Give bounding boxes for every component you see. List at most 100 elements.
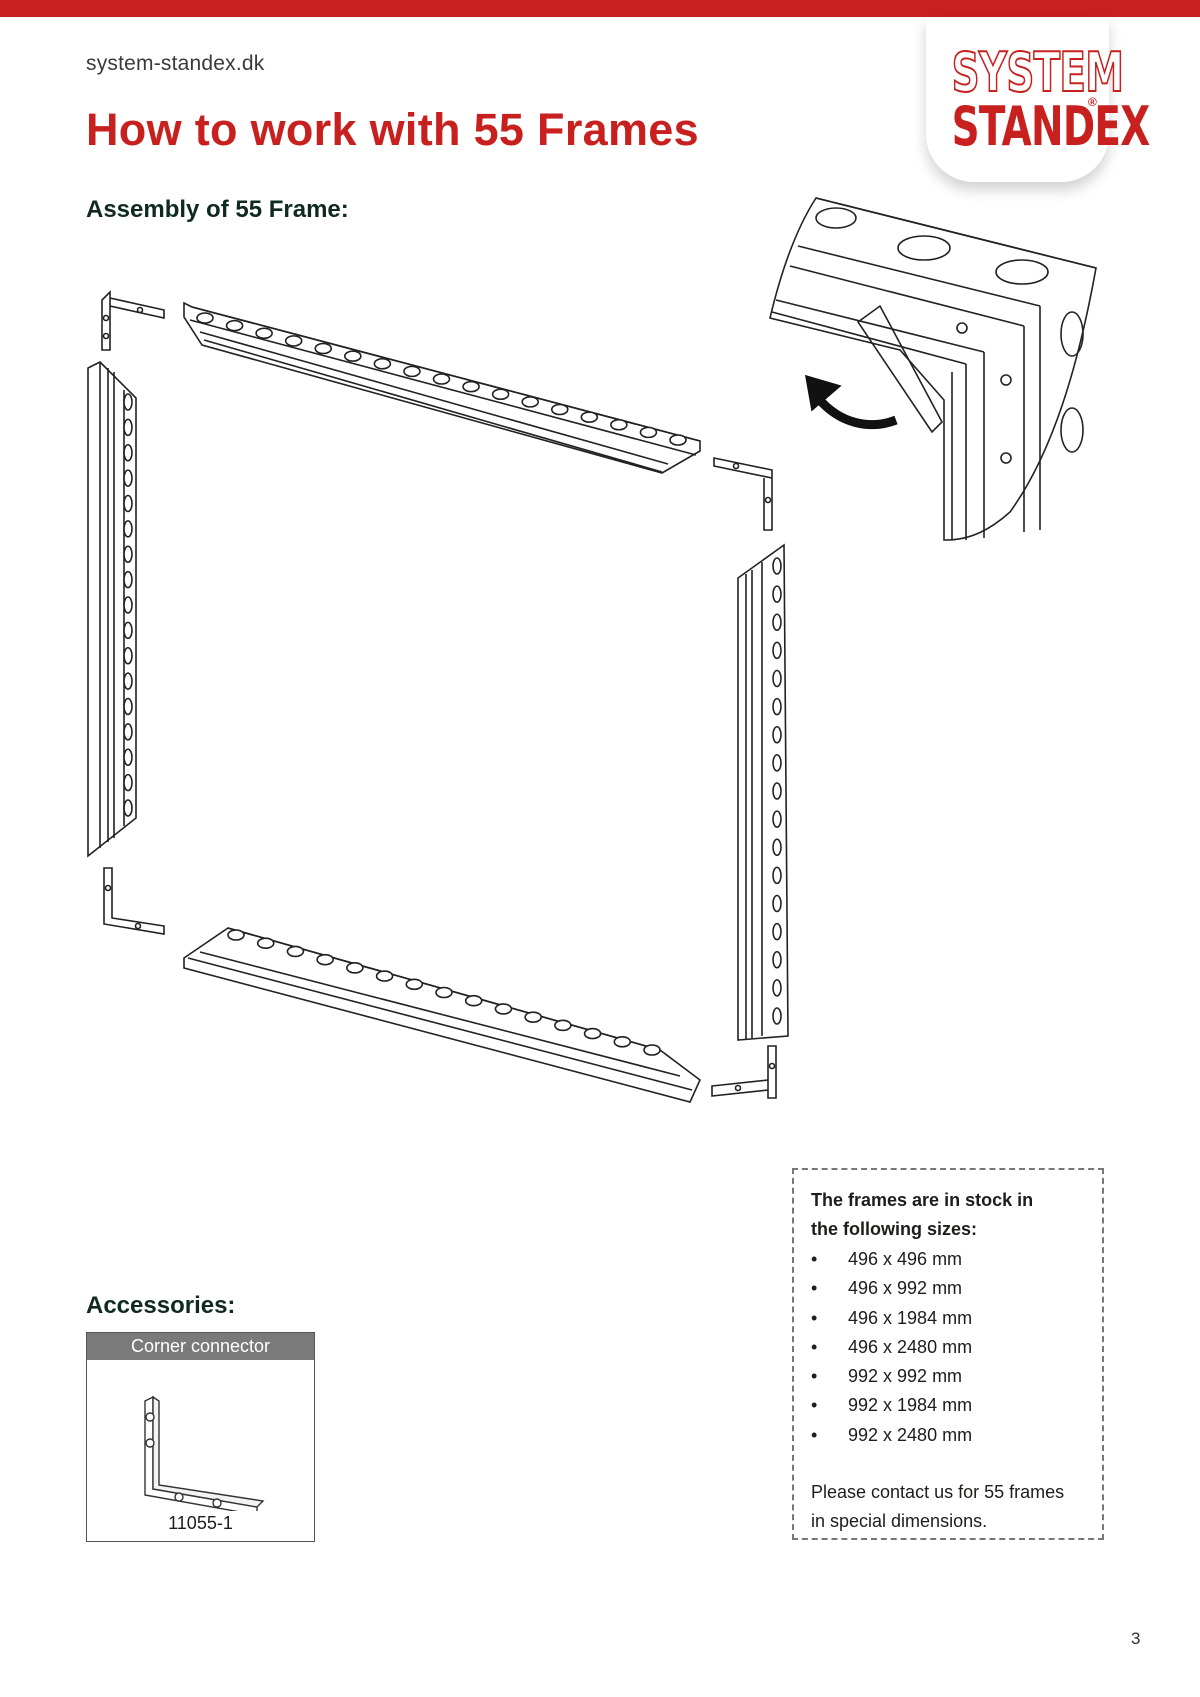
profile-hole <box>123 520 133 538</box>
profile-hole <box>491 388 510 401</box>
profile-hole <box>403 365 421 378</box>
corner-connector-bottom-right <box>711 1045 777 1099</box>
list-item: •992 x 2480 mm <box>811 1424 973 1445</box>
profile-hole <box>772 866 782 885</box>
profile-hole <box>123 570 133 589</box>
list-item: •496 x 496 mm <box>811 1249 963 1269</box>
corner-connector-top-left <box>101 290 165 351</box>
profile-hole <box>432 373 451 385</box>
profile-hole <box>639 426 658 439</box>
profile-hole <box>435 986 453 999</box>
profile-hole <box>316 953 334 966</box>
left-frame-profile <box>87 361 137 858</box>
accessories-heading: Accessories: <box>86 1292 236 1319</box>
profile-hole <box>375 970 394 982</box>
profile-hole <box>123 545 133 564</box>
profile-hole <box>123 494 133 513</box>
profile-hole <box>123 418 133 437</box>
corner-connector-illustration <box>144 1395 265 1511</box>
profile-hole <box>772 613 782 632</box>
left-profile-holes <box>123 393 133 817</box>
bottom-profile-holes <box>227 929 661 1056</box>
profile-hole <box>669 434 687 446</box>
profile-hole <box>554 1019 572 1032</box>
profile-hole <box>772 669 782 688</box>
list-item: •496 x 2480 mm <box>811 1336 973 1357</box>
profile-hole <box>772 641 782 660</box>
profile-hole <box>123 773 133 792</box>
profile-hole <box>772 585 782 603</box>
profile-hole <box>123 799 133 817</box>
profile-hole <box>123 672 133 690</box>
profile-hole <box>494 1003 513 1015</box>
list-item: •992 x 992 mm <box>811 1366 963 1387</box>
profile-hole <box>123 469 133 487</box>
detail-inset-corner <box>769 197 1097 541</box>
profile-hole <box>286 945 305 958</box>
profile-hole <box>123 748 133 767</box>
website-url: system-standex.dk <box>86 52 265 75</box>
profile-hole <box>123 393 133 411</box>
profile-hole <box>123 596 133 614</box>
profile-hole <box>123 697 133 716</box>
top-frame-profile <box>183 301 701 474</box>
profile-hole <box>580 411 599 423</box>
profile-hole <box>196 312 214 324</box>
profile-hole <box>772 979 782 997</box>
rotation-arrow-icon <box>804 374 898 430</box>
stock-sizes-box: The frames are in stock in the following… <box>792 1168 1104 1540</box>
list-item: •496 x 992 mm <box>811 1278 963 1299</box>
stock-size-list: •496 x 496 mm •496 x 992 mm •496 x 1984 … <box>811 1245 1102 1450</box>
bottom-frame-profile <box>183 927 701 1103</box>
profile-hole <box>405 978 424 991</box>
profile-hole <box>772 922 782 941</box>
profile-hole <box>772 725 782 744</box>
profile-hole <box>772 754 782 772</box>
profile-hole <box>524 1011 542 1023</box>
corner-connector-label: Corner connector <box>87 1333 314 1360</box>
profile-hole <box>314 342 333 355</box>
special-dimensions-note: Please contact us for 55 frames in speci… <box>811 1482 1065 1532</box>
profile-hole <box>346 962 364 974</box>
profile-hole <box>123 621 133 640</box>
profile-hole <box>772 697 782 716</box>
corner-connector-top-right <box>713 457 773 531</box>
list-item: •496 x 1984 mm <box>811 1307 973 1328</box>
top-profile-holes <box>196 312 687 446</box>
profile-hole <box>610 418 628 431</box>
profile-hole <box>225 319 244 332</box>
profile-hole <box>772 838 782 857</box>
profile-hole <box>643 1044 661 1056</box>
right-frame-profile <box>737 543 789 1041</box>
profile-hole <box>772 557 782 575</box>
top-accent-bar <box>0 0 1200 17</box>
profile-hole <box>373 357 392 370</box>
profile-hole <box>772 950 782 969</box>
assembly-heading: Assembly of 55 Frame: <box>86 196 349 223</box>
profile-hole <box>772 782 782 800</box>
right-profile-holes <box>772 557 782 1025</box>
profile-hole <box>123 723 133 741</box>
profile-hole <box>772 1007 782 1025</box>
profile-hole <box>613 1035 632 1048</box>
profile-hole <box>123 646 133 665</box>
product-code: 11055-1 <box>168 1513 233 1533</box>
profile-hole <box>462 380 480 393</box>
profile-hole <box>344 350 362 362</box>
profile-hole <box>255 327 273 340</box>
profile-hole <box>227 929 245 941</box>
profile-hole <box>521 396 539 408</box>
profile-hole <box>772 810 782 828</box>
profile-hole <box>256 937 275 950</box>
profile-hole <box>772 894 782 913</box>
brand-logo: SYSTEM STANDEX ® <box>926 17 1150 182</box>
page-title: How to work with 55 Frames <box>86 104 699 155</box>
registered-mark: ® <box>1088 95 1097 109</box>
page-number: 3 <box>1131 1629 1141 1648</box>
profile-hole <box>464 994 483 1007</box>
profile-hole <box>284 335 303 347</box>
profile-hole <box>550 403 569 416</box>
corner-connector-card: Corner connector 11055-1 <box>86 1332 315 1542</box>
corner-connector-bottom-left <box>103 867 165 935</box>
